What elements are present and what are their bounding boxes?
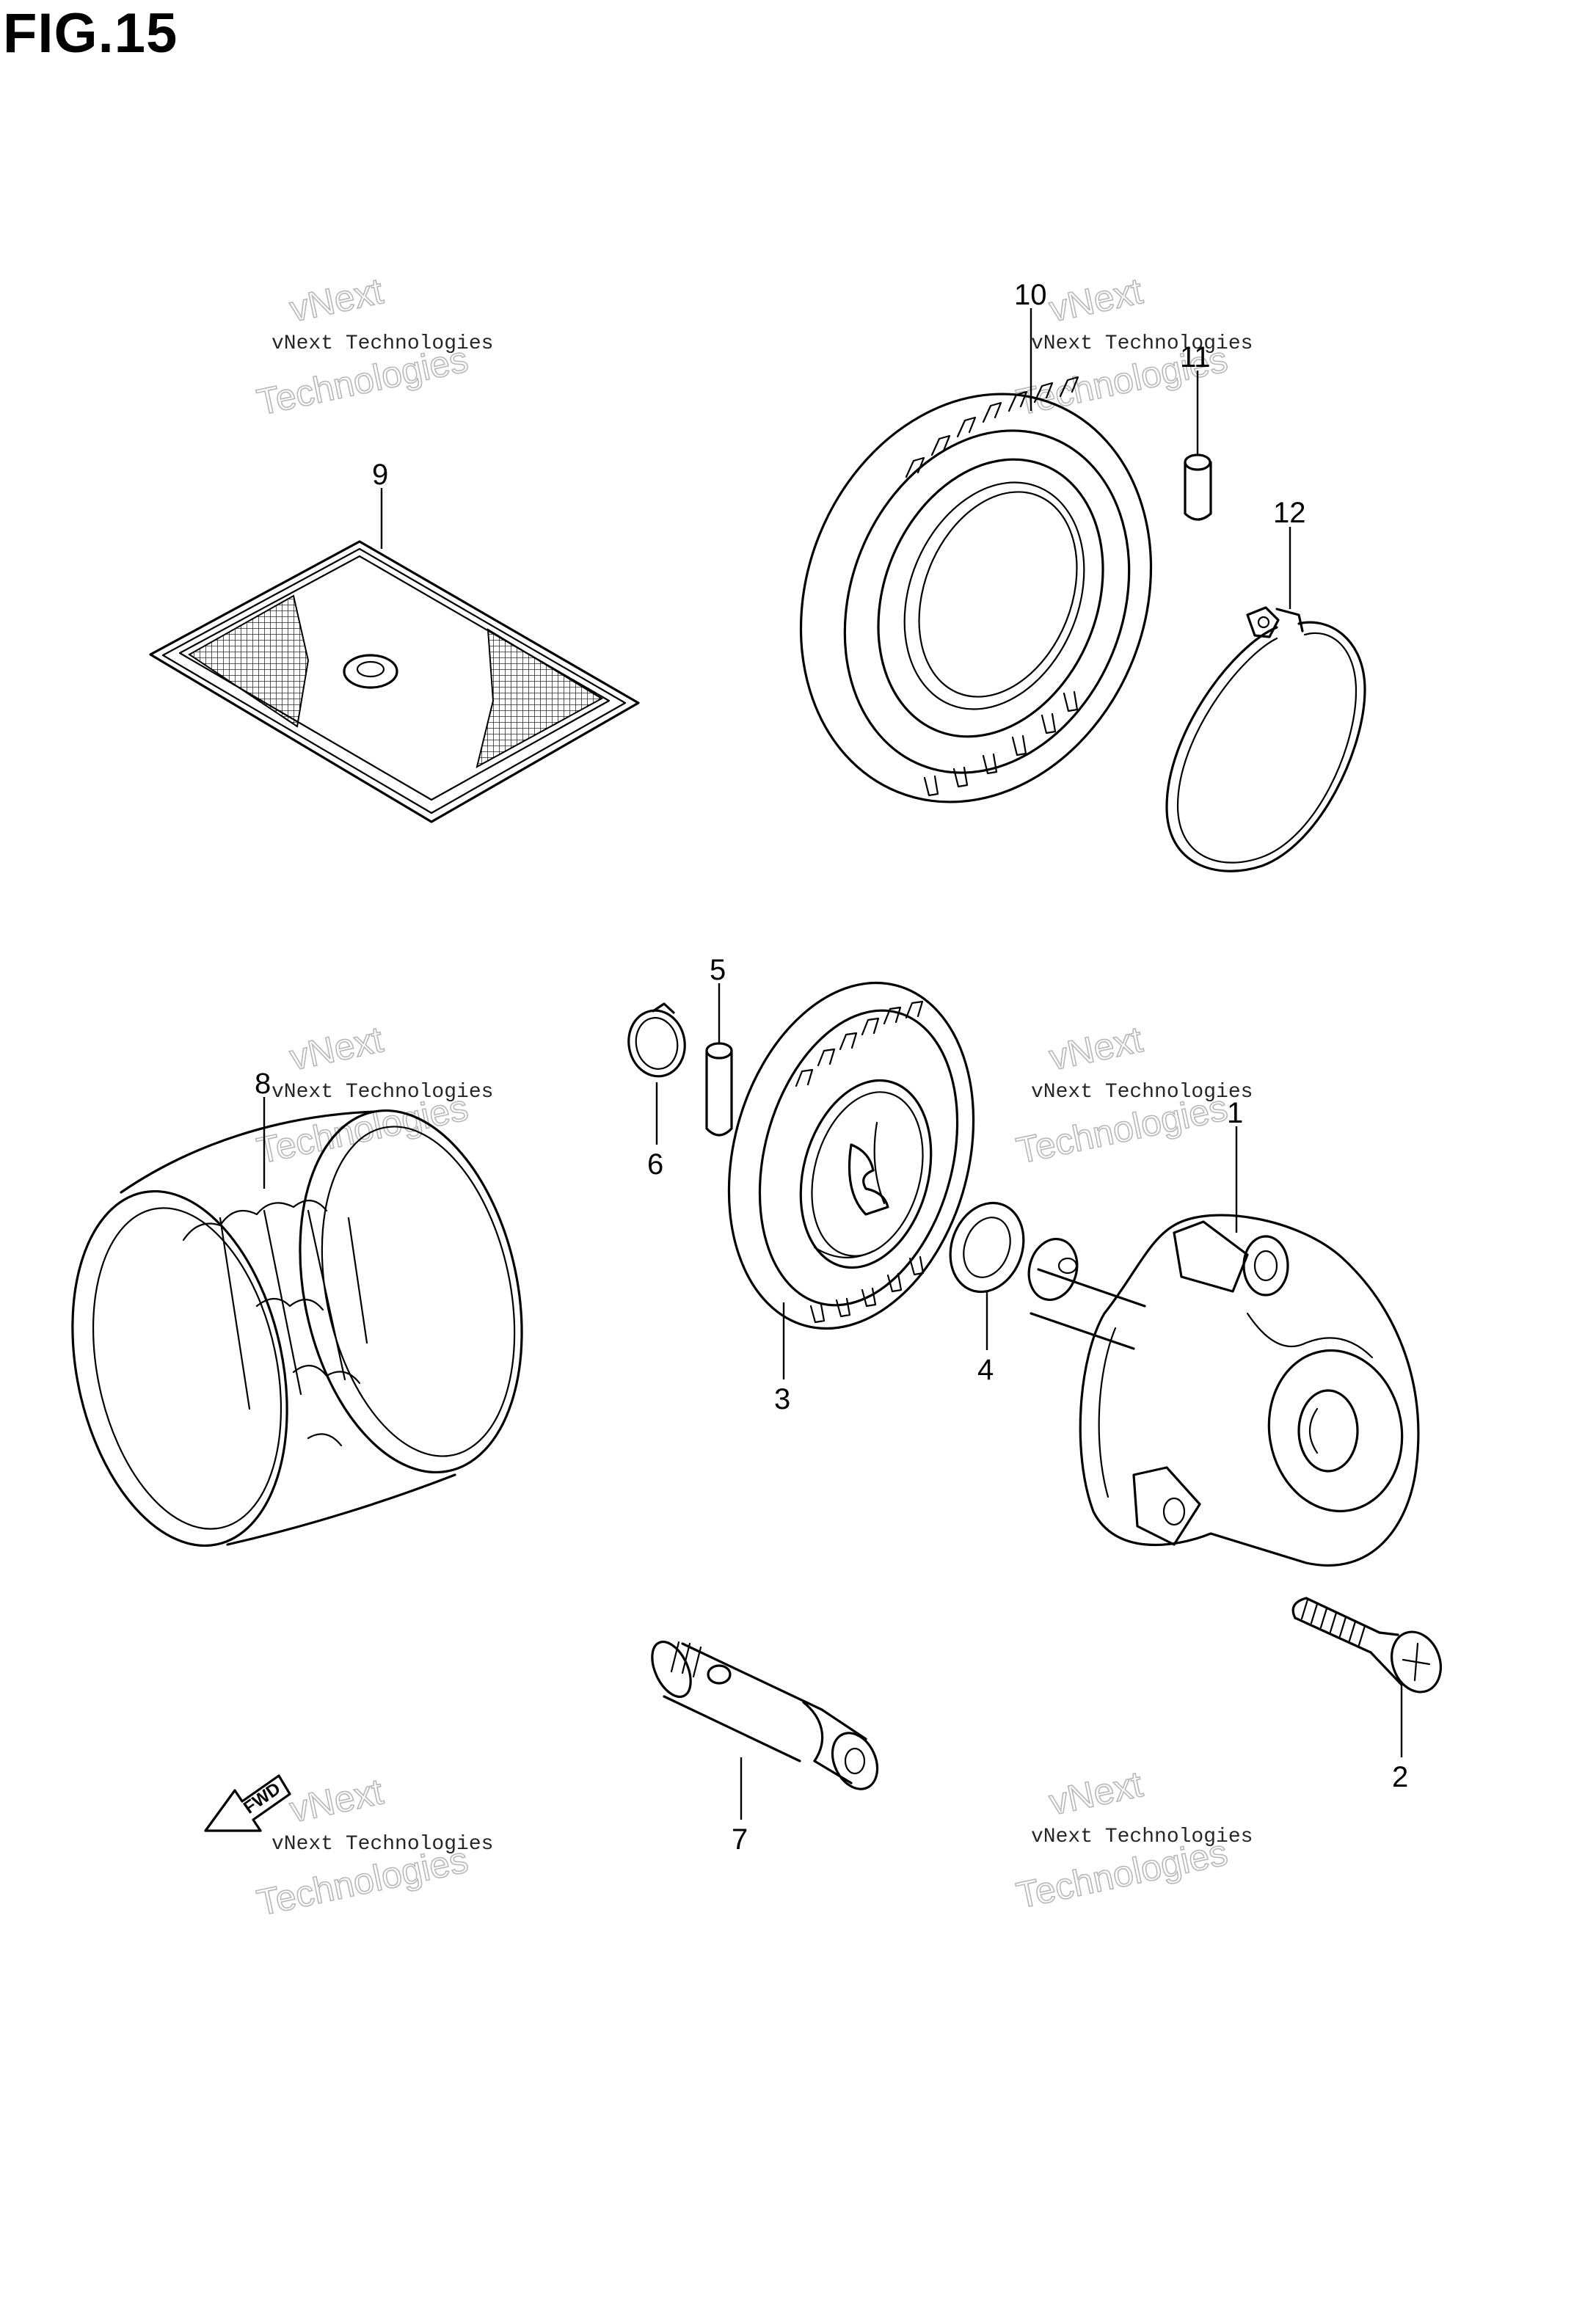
- callout-labels: 1 2 3 4 5 6 7 8 9 10 11 12: [255, 279, 1408, 1856]
- svg-text:vNext: vNext: [286, 1771, 387, 1830]
- watermark-4: vNext Technologies vNext Technologies: [1013, 1018, 1253, 1172]
- part-9-oil-strainer[interactable]: [149, 540, 640, 823]
- watermark-1: vNext Technologies vNext Technologies: [253, 269, 494, 423]
- part-10-starter-gear[interactable]: [741, 341, 1211, 856]
- svg-text:vNext: vNext: [1046, 1763, 1146, 1823]
- part-7-nozzle[interactable]: [644, 1636, 886, 1796]
- svg-text:vNext: vNext: [286, 1018, 387, 1078]
- svg-text:vNext: vNext: [1046, 1018, 1146, 1078]
- part-6-circlip[interactable]: [624, 1002, 690, 1081]
- callout-10: 10: [1014, 279, 1047, 311]
- part-11-pin[interactable]: [1184, 453, 1212, 521]
- callout-1: 1: [1227, 1097, 1243, 1129]
- svg-text:vNext Technologies: vNext Technologies: [272, 332, 493, 355]
- svg-text:vNext: vNext: [286, 270, 387, 329]
- svg-text:vNext Technologies: vNext Technologies: [272, 1833, 493, 1856]
- callout-7: 7: [732, 1823, 748, 1856]
- callout-9: 9: [372, 459, 388, 491]
- figure-title: FIG.15: [3, 2, 178, 65]
- watermark-6: vNext Technologies vNext Technologies: [1013, 1762, 1253, 1917]
- part-5-pin[interactable]: [705, 1042, 733, 1137]
- svg-text:vNext Technologies: vNext Technologies: [1031, 1826, 1253, 1848]
- svg-text:vNext Technologies: vNext Technologies: [1031, 1081, 1253, 1104]
- watermark-2: vNext Technologies vNext Technologies: [1013, 269, 1253, 423]
- part-3-driven-gear[interactable]: [692, 955, 1010, 1356]
- callout-2: 2: [1392, 1761, 1408, 1793]
- callout-11: 11: [1180, 341, 1211, 373]
- part-1-oil-pump[interactable]: [1022, 1214, 1420, 1567]
- svg-text:vNext Technologies: vNext Technologies: [1031, 332, 1253, 355]
- part-2-screw[interactable]: [1291, 1597, 1449, 1699]
- svg-text:vNext Technologies: vNext Technologies: [272, 1081, 493, 1104]
- callout-6: 6: [647, 1148, 663, 1181]
- part-12-circlip[interactable]: [1165, 606, 1366, 872]
- callout-8: 8: [255, 1068, 271, 1100]
- callout-4: 4: [977, 1354, 994, 1386]
- callout-5: 5: [710, 954, 726, 986]
- leader-lines: [263, 308, 1403, 1820]
- part-4-washer[interactable]: [939, 1192, 1036, 1302]
- svg-text:vNext: vNext: [1046, 270, 1146, 329]
- part-8-oil-filter[interactable]: [42, 1090, 553, 1565]
- fwd-direction-marker: FWD: [204, 1774, 291, 1832]
- callout-12: 12: [1273, 497, 1306, 529]
- callout-3: 3: [774, 1383, 790, 1415]
